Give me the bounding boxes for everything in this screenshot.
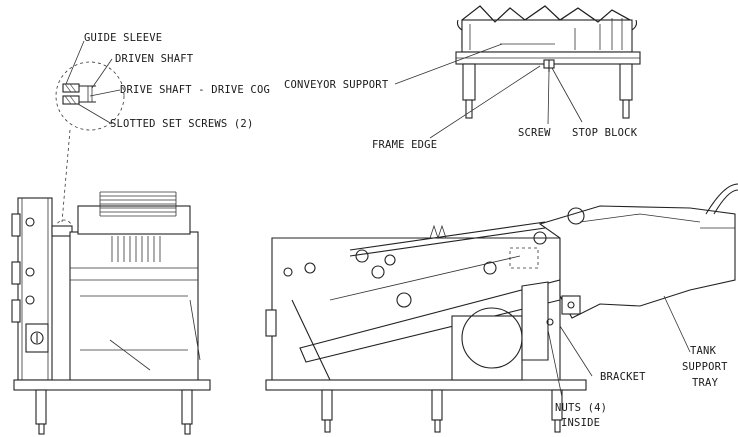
machine-side-view [265, 183, 738, 433]
machine-end-view [11, 191, 211, 435]
label-conveyor-support: CONVEYOR SUPPORT [284, 79, 389, 91]
label-nuts: NUTS (4) [555, 402, 607, 414]
label-stop-block: STOP BLOCK [572, 127, 638, 139]
label-screw: SCREW [518, 127, 551, 139]
label-tank-support-tray-2: SUPPORT [682, 361, 728, 373]
label-frame-edge: FRAME EDGE [372, 139, 437, 151]
label-drive-shaft-cog: DRIVE SHAFT - DRIVE COG [120, 84, 270, 96]
label-tank-support-tray-1: TANK [690, 345, 717, 357]
label-tank-support-tray-3: TRAY [692, 377, 719, 389]
label-guide-sleeve: GUIDE SLEEVE [84, 32, 162, 44]
callout-labels: GUIDE SLEEVE DRIVEN SHAFT DRIVE SHAFT - … [84, 32, 728, 429]
label-nuts-inside: INSIDE [561, 417, 600, 429]
label-driven-shaft: DRIVEN SHAFT [115, 53, 194, 65]
label-slotted-set-screws: SLOTTED SET SCREWS (2) [110, 118, 253, 130]
label-bracket: BRACKET [600, 371, 646, 383]
conveyor-support-detail [455, 5, 641, 119]
leader-lines [65, 40, 691, 398]
